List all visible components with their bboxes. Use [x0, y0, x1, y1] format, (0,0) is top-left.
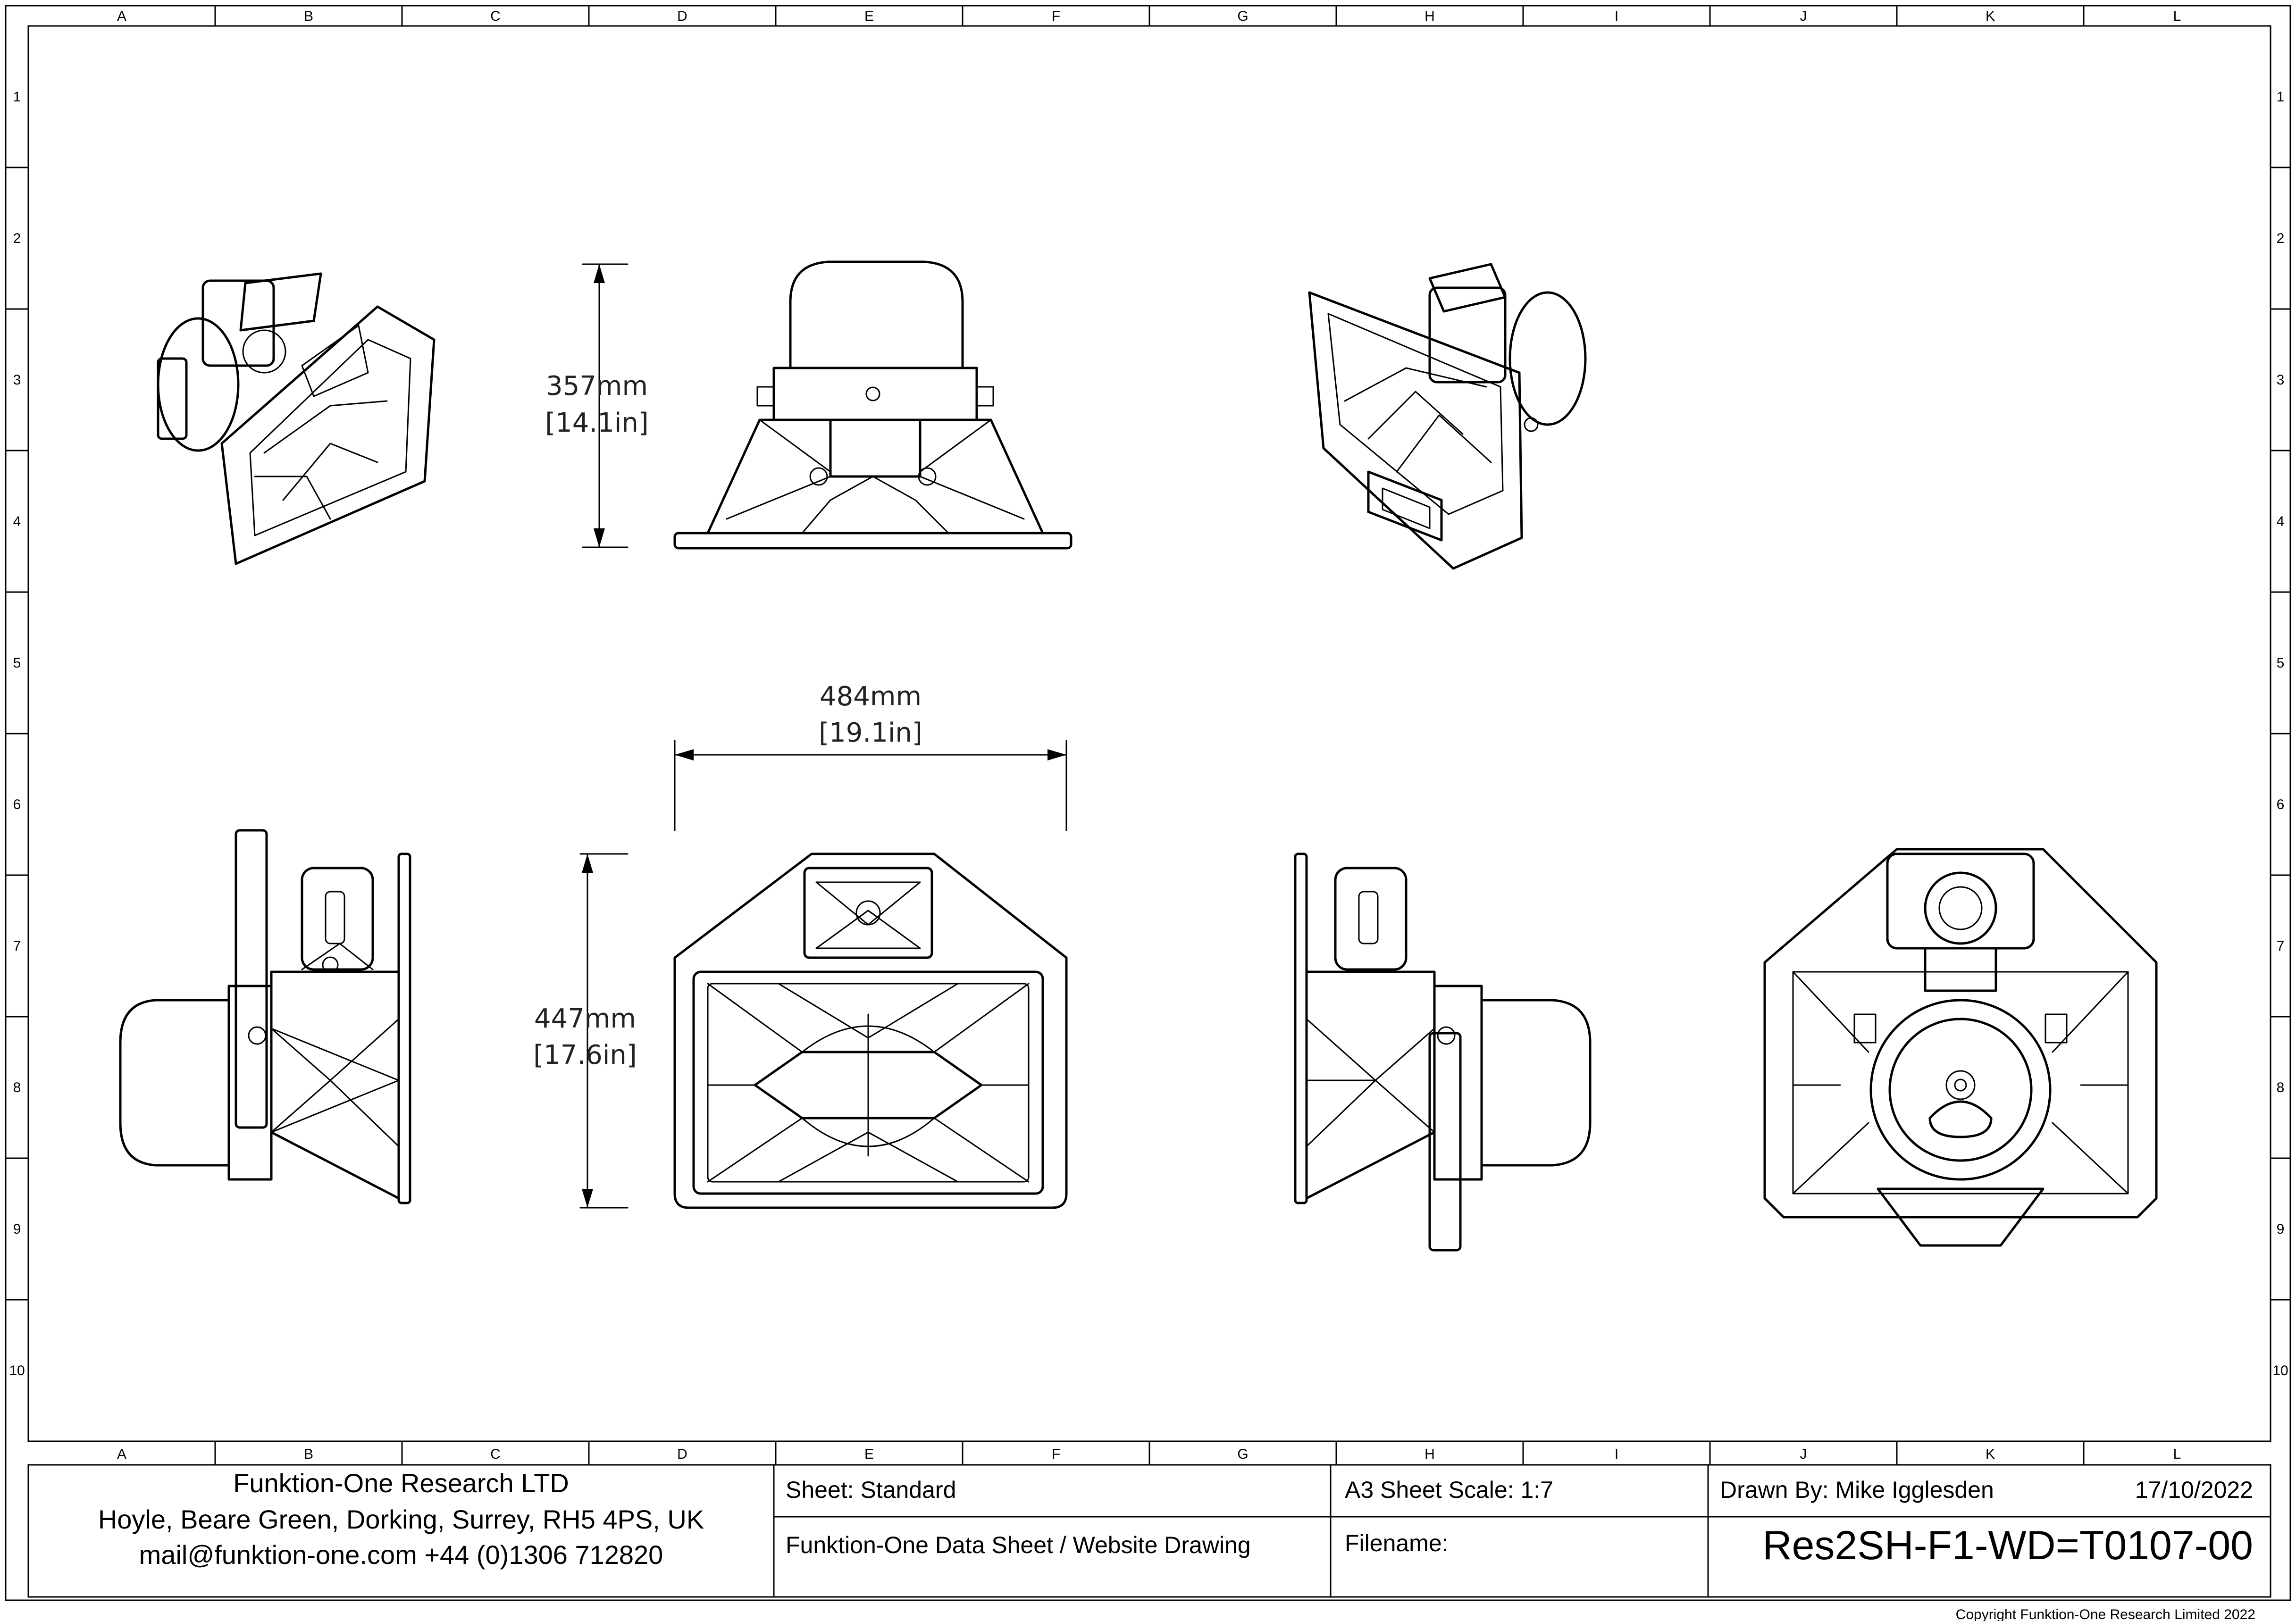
- width-dimension: 484mm [19.1in]: [674, 681, 1067, 831]
- height-dim-in: [14.1in]: [545, 408, 648, 438]
- grid-column-label: G: [1237, 1446, 1248, 1462]
- title-block: [27, 1464, 2271, 1598]
- depth-dimension: 447mm [17.6in]: [533, 853, 637, 1209]
- grid-row-label: 8: [13, 1080, 21, 1095]
- grid-row-label: 5: [2277, 655, 2285, 671]
- grid-row-label: 10: [2272, 1363, 2288, 1379]
- grid-row-label: 1: [2277, 89, 2285, 105]
- company-contact: mail@funktion-one.com +44 (0)1306 712820: [139, 1540, 663, 1570]
- grid-column-label: D: [677, 1446, 687, 1462]
- rear-view: [1763, 848, 2158, 1247]
- column-labels: A A B B C C D D E E F F G G H H I I J J K K L L: [117, 8, 2181, 1462]
- drawing-filename: Res2SH-F1-WD=T0107-00: [1762, 1523, 2253, 1568]
- isometric-view-front-left: [157, 272, 436, 565]
- grid-row-label: 5: [13, 655, 21, 671]
- drawing-date: 17/10/2022: [2135, 1477, 2253, 1503]
- grid-row-label: 9: [13, 1221, 21, 1237]
- width-dim-mm: 484mm: [820, 681, 922, 712]
- grid-row-label: 6: [2277, 797, 2285, 812]
- company-address: Hoyle, Beare Green, Dorking, Surrey, RH5…: [98, 1504, 704, 1534]
- sheet-scale: A3 Sheet Scale: 1:7: [1345, 1477, 1553, 1503]
- left-side-view: [119, 829, 411, 1204]
- sheet-border: [5, 5, 2291, 1601]
- grid-row-label: 2: [2277, 231, 2285, 246]
- grid-column-label: C: [490, 8, 501, 24]
- grid-column-label: J: [1800, 1446, 1807, 1462]
- company-name: Funktion-One Research LTD: [233, 1468, 569, 1498]
- grid-row-label: 3: [2277, 372, 2285, 388]
- grid-row-label: 1: [13, 89, 21, 105]
- grid-lines: [6, 6, 2290, 1465]
- copyright-notice: Copyright Funktion-One Research Limited …: [1956, 1607, 2255, 1621]
- grid-row-label: 9: [2277, 1221, 2285, 1237]
- grid-row-label: 4: [13, 514, 21, 529]
- grid-row-label: 7: [13, 938, 21, 954]
- grid-column-label: A: [117, 1446, 126, 1462]
- grid-row-label: 2: [13, 231, 21, 246]
- sheet-type: Sheet: Standard: [786, 1477, 956, 1503]
- drawn-by: Drawn By: Mike Igglesden: [1720, 1477, 1994, 1503]
- grid-column-label: I: [1615, 8, 1618, 24]
- grid-column-label: C: [490, 1446, 501, 1462]
- grid-column-label: E: [864, 8, 874, 24]
- height-dimension: 357mm [14.1in]: [545, 263, 649, 548]
- grid-column-label: H: [1425, 8, 1435, 24]
- row-labels: 1 1 2 2 3 3 4 4 5 5 6 6 7 7 8 8 9 9 10 10: [9, 89, 2288, 1379]
- grid-column-label: F: [1052, 1446, 1060, 1462]
- grid-row-label: 3: [13, 372, 21, 388]
- grid-column-label: H: [1425, 1446, 1435, 1462]
- grid-row-label: 10: [9, 1363, 25, 1379]
- right-side-view: [1294, 852, 1592, 1252]
- grid-column-label: B: [304, 8, 313, 24]
- grid-column-label: L: [2173, 8, 2181, 24]
- grid-column-label: D: [677, 8, 687, 24]
- grid-row-label: 6: [13, 797, 21, 812]
- filename-label: Filename:: [1345, 1530, 1449, 1556]
- grid-column-label: K: [1986, 8, 1995, 24]
- grid-column-label: B: [304, 1446, 313, 1462]
- depth-dim-in: [17.6in]: [533, 1040, 637, 1070]
- height-dim-mm: 357mm: [546, 371, 648, 401]
- grid-column-label: I: [1615, 1446, 1618, 1462]
- grid-column-label: G: [1237, 8, 1248, 24]
- drawing-description: Funktion-One Data Sheet / Website Drawin…: [786, 1532, 1251, 1558]
- front-view: [673, 852, 1068, 1209]
- width-dim-in: [19.1in]: [819, 718, 922, 748]
- side-elevation-view: [673, 260, 1073, 550]
- grid-row-label: 4: [2277, 514, 2285, 529]
- depth-dim-mm: 447mm: [534, 1003, 636, 1034]
- grid-column-label: F: [1052, 8, 1060, 24]
- grid-column-label: J: [1800, 8, 1807, 24]
- grid-row-label: 8: [2277, 1080, 2285, 1095]
- grid-column-label: A: [117, 8, 126, 24]
- isometric-view-front-right: [1308, 263, 1587, 570]
- grid-column-label: E: [864, 1446, 874, 1462]
- grid-column-label: K: [1986, 1446, 1995, 1462]
- grid-row-label: 7: [2277, 938, 2285, 954]
- grid-column-label: L: [2173, 1446, 2181, 1462]
